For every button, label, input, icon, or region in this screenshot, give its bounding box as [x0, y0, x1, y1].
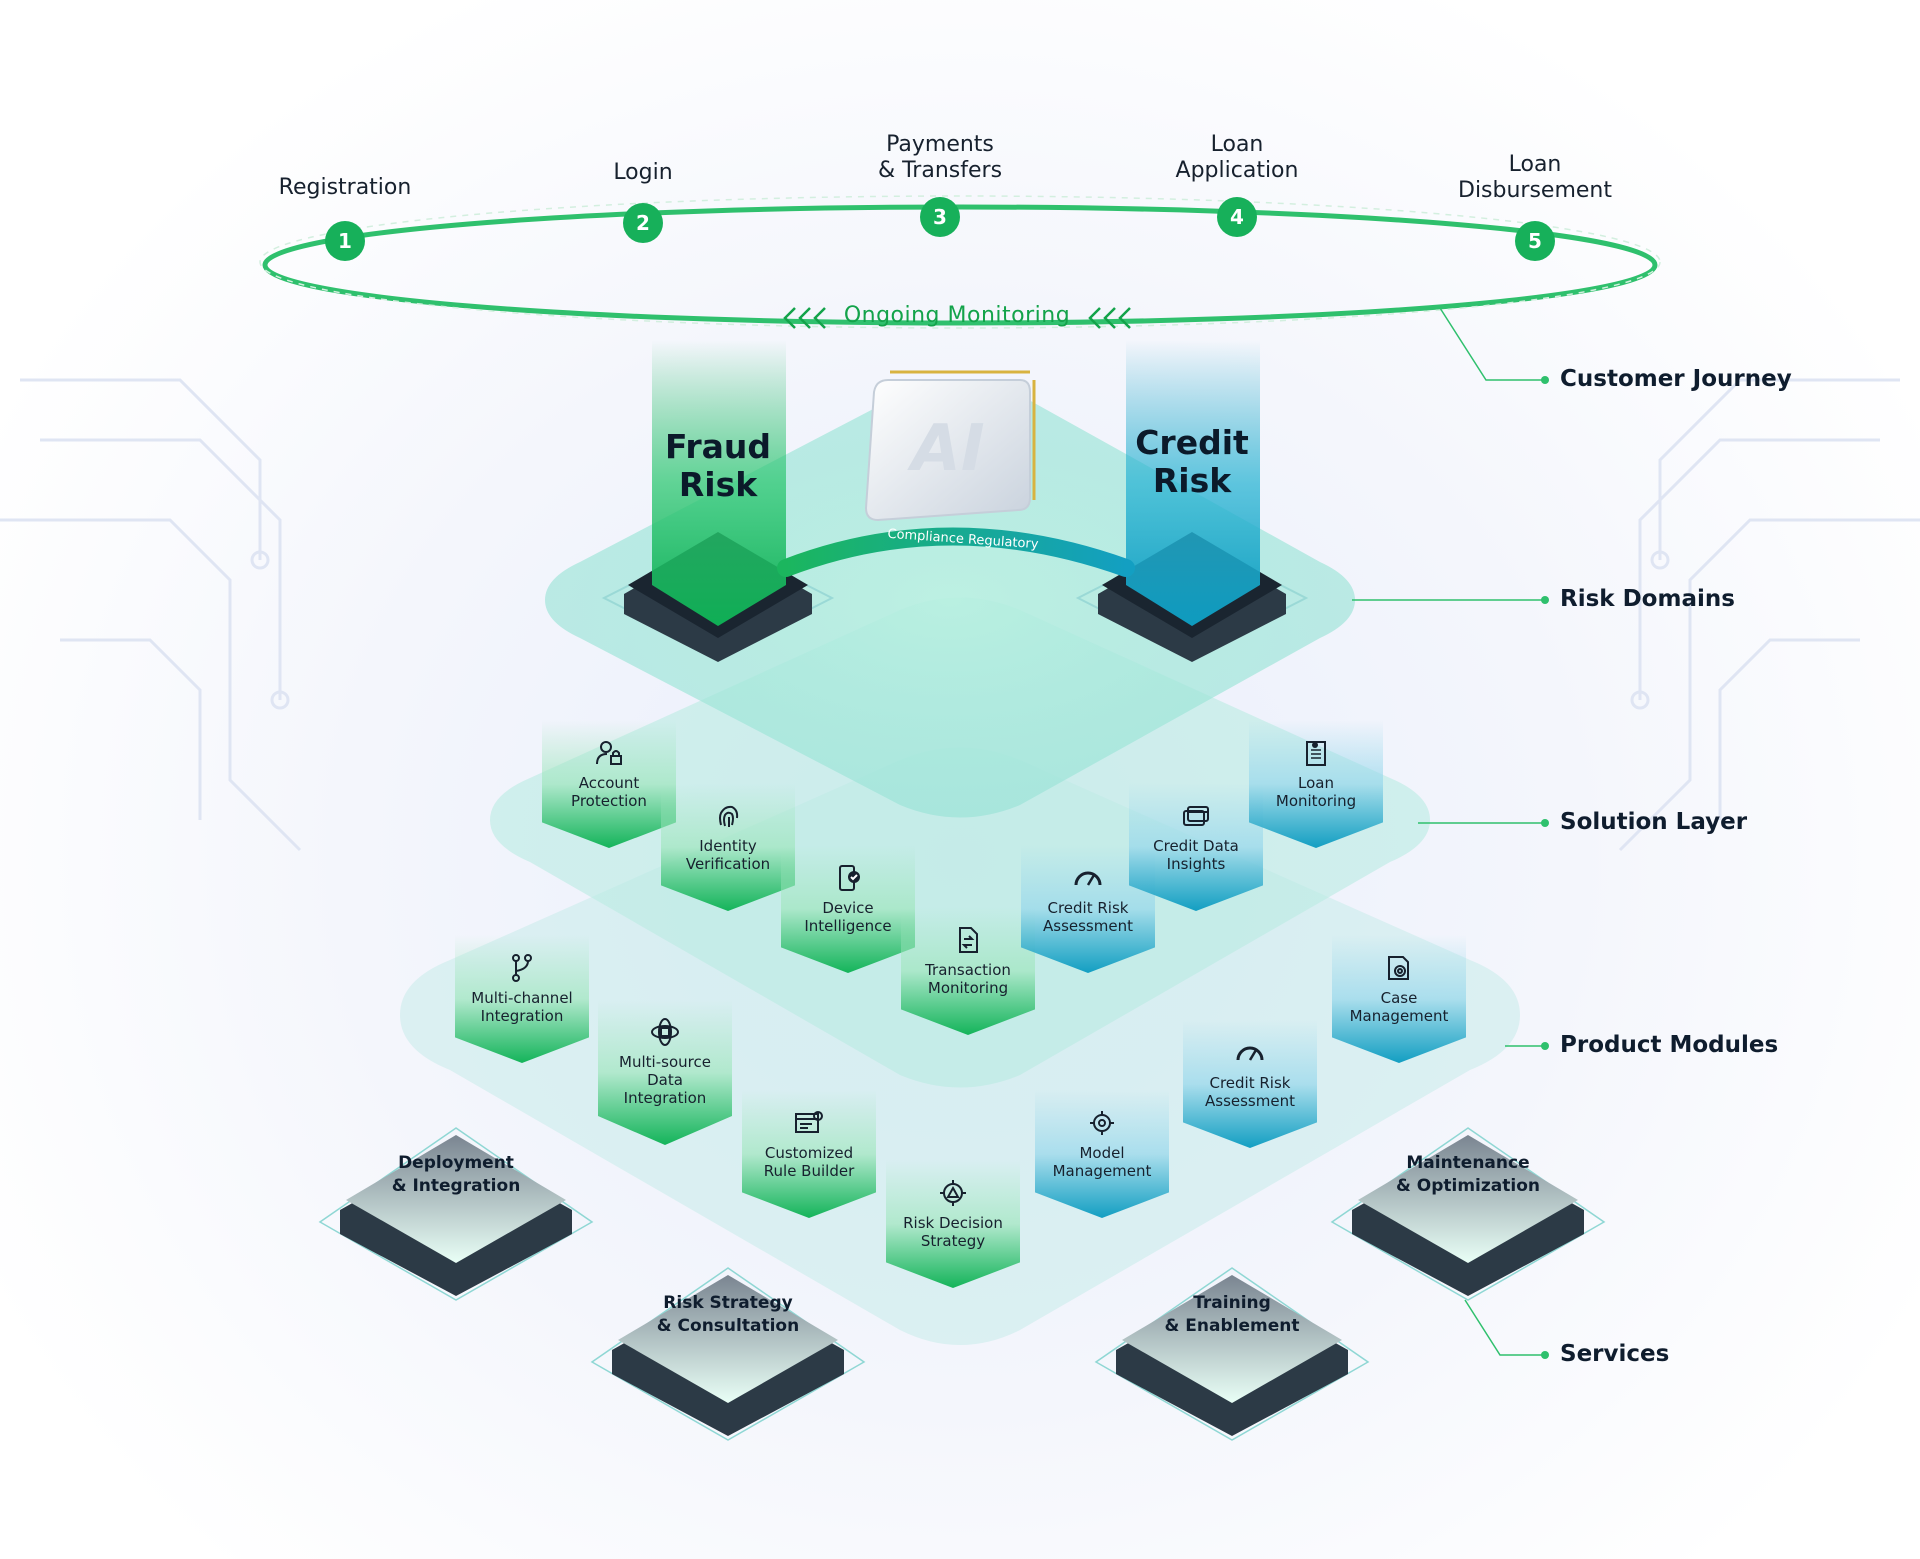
- solution-label: Transaction Monitoring: [925, 961, 1011, 997]
- solution-tile-transaction-monitoring: Transaction Monitoring: [901, 907, 1035, 1035]
- credit-pillar: [1126, 340, 1260, 626]
- solution-label: Identity Verification: [685, 837, 771, 873]
- solution-layer-platform: [490, 597, 1430, 1088]
- module-label: Model Management: [1052, 1144, 1152, 1180]
- module-tile-multi-channel-integration: Multi-channel Integration: [455, 935, 589, 1063]
- module-label: Credit Risk Assessment: [1205, 1074, 1295, 1110]
- document-exchange-icon: [959, 927, 978, 953]
- module-label: Multi-source Data Integration: [619, 1053, 711, 1107]
- monitoring-chevrons: [783, 307, 1131, 329]
- service-pedestal-maintenance: [1330, 1127, 1606, 1301]
- module-tile-case-management: Case Management: [1332, 935, 1466, 1063]
- compliance-arc: [777, 527, 1135, 577]
- solution-label: Loan Monitoring: [1275, 774, 1357, 810]
- service-deployment-label: Deployment & Integration: [391, 1153, 521, 1196]
- user-lock-icon: [596, 741, 622, 765]
- leader-dots: [1541, 376, 1549, 1359]
- module-tile-customized-rule-builder: Customized Rule Builder: [742, 1090, 876, 1218]
- legend-product-modules: Product Modules: [1560, 1032, 1779, 1058]
- module-label: Risk Decision Strategy: [903, 1214, 1003, 1250]
- solution-tile-account-protection: Account Protection: [542, 720, 676, 848]
- step-4-number: 4: [1230, 205, 1244, 229]
- solution-label: Account Protection: [571, 774, 647, 810]
- service-pedestal-training: [1094, 1267, 1370, 1441]
- service-maintenance-label: Maintenance & Optimization: [1396, 1153, 1540, 1196]
- step-loan-application-label: Loan Application: [1175, 132, 1299, 183]
- credit-risk-title: Credit Risk: [1135, 423, 1249, 500]
- journey-ring: [262, 204, 1658, 326]
- step-registration-label: Registration: [278, 175, 412, 200]
- gear-warning-icon: [940, 1180, 966, 1206]
- service-training-label: Training & Enablement: [1164, 1293, 1300, 1336]
- fingerprint-icon: [719, 805, 739, 827]
- module-tile-model-management: Model Management: [1035, 1090, 1169, 1218]
- legend-services: Services: [1560, 1341, 1670, 1367]
- legend-customer-journey: Customer Journey: [1560, 366, 1792, 392]
- step-2-number: 2: [636, 211, 650, 235]
- module-label: Multi-channel Integration: [471, 989, 573, 1025]
- module-label: Case Management: [1349, 989, 1449, 1025]
- ongoing-monitoring-label: Ongoing Monitoring: [843, 303, 1071, 328]
- ai-chip: [864, 370, 1036, 522]
- service-strategy-label: Risk Strategy & Consultation: [656, 1293, 800, 1336]
- step-3-number: 3: [933, 205, 947, 229]
- gauge-icon: [1236, 1046, 1264, 1061]
- module-tile-credit-risk-assessment: Credit Risk Assessment: [1183, 1020, 1317, 1148]
- solution-label: Device Intelligence: [804, 899, 892, 935]
- service-pedestal-deployment: [318, 1127, 594, 1301]
- step-payments-label: Payments & Transfers: [877, 132, 1003, 183]
- solution-label: Credit Risk Assessment: [1043, 899, 1133, 935]
- step-login-label: Login: [613, 160, 673, 185]
- step-1-number: 1: [338, 229, 352, 253]
- legend-risk-domains: Risk Domains: [1560, 586, 1735, 612]
- journey-step-dots: [325, 197, 1555, 261]
- window-gear-icon: [795, 1111, 823, 1133]
- database-orbit-icon: [651, 1018, 679, 1046]
- step-5-number: 5: [1528, 229, 1542, 253]
- phone-check-icon: [839, 865, 860, 891]
- model-gear-icon: [1090, 1111, 1114, 1135]
- module-tile-risk-decision-strategy: Risk Decision Strategy: [886, 1160, 1020, 1288]
- module-label: Customized Rule Builder: [763, 1144, 855, 1180]
- solution-tile-loan-monitoring: Loan Monitoring: [1249, 720, 1383, 848]
- circuit-background: [0, 378, 1920, 852]
- solution-tile-credit-data-insights: Credit Data Insights: [1129, 783, 1263, 911]
- module-tile-multi-source-data-integration: Multi-source Data Integration: [598, 1000, 732, 1145]
- case-gear-icon: [1388, 956, 1409, 980]
- step-loan-disbursement-label: Loan Disbursement: [1458, 152, 1612, 203]
- solution-tile-identity-verification: Identity Verification: [661, 783, 795, 911]
- fraud-pillar: [652, 340, 786, 626]
- fraud-risk-title: Fraud Risk: [664, 427, 772, 504]
- solution-tile-device-intelligence: Device Intelligence: [781, 845, 915, 973]
- journey-ring-dashed: [259, 195, 1661, 329]
- service-pedestal-strategy: [590, 1267, 866, 1441]
- legend-solution-layer: Solution Layer: [1560, 809, 1748, 835]
- gauge-icon: [1074, 871, 1102, 886]
- leader-lines: [1352, 307, 1545, 1356]
- solution-label: Credit Data Insights: [1153, 837, 1239, 873]
- branch-icon: [512, 954, 532, 982]
- cards-icon: [1183, 806, 1209, 826]
- ai-chip-label: AI: [911, 412, 985, 486]
- clipboard-dollar-icon: [1306, 741, 1326, 766]
